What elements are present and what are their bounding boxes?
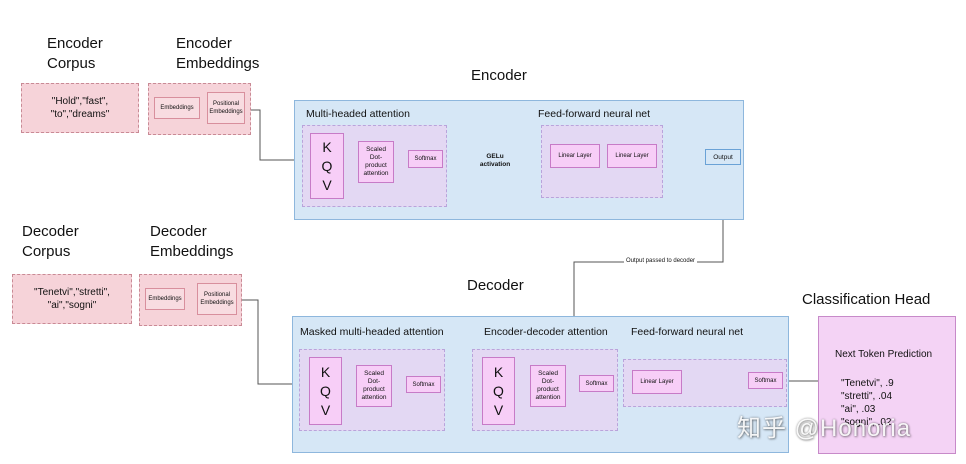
classification-head-title: Classification Head	[802, 291, 931, 308]
decoder-embeddings-box: Embeddings Positional Embeddings	[139, 274, 242, 326]
encoder-mha-title: Multi-headed attention	[306, 108, 410, 120]
encoder-embeddings-heading: Encoder Embeddings	[176, 35, 260, 72]
decoder-masked-title: Masked multi-headed attention	[300, 326, 444, 338]
decoder-block: Masked multi-headed attention Encoder-de…	[292, 316, 789, 453]
gelu-label: GELu activation	[479, 153, 511, 168]
decoder-masked-sdpa-block: Scaled Dot- product attention	[356, 365, 392, 407]
encoder-kqv-block: K Q V	[310, 133, 344, 199]
decoder-linear-layer: Linear Layer	[632, 370, 682, 394]
prediction-list: "Tenetvi", .9 "stretti", .04 "ai", .03 "…	[841, 377, 894, 429]
decoder-ffn-container: Linear Layer Softmax	[623, 359, 787, 407]
encoder-ffn-container: Linear Layer Linear Layer	[541, 125, 663, 198]
encoder-block: Multi-headed attention Feed-forward neur…	[294, 100, 744, 220]
next-token-prediction-label: Next Token Prediction	[835, 349, 933, 360]
decoder-embeddings-block: Embeddings	[145, 288, 185, 310]
encoder-linear-layer-1: Linear Layer	[550, 144, 600, 168]
encoder-corpus-heading: Encoder Corpus	[47, 35, 103, 72]
decoder-title: Decoder	[467, 277, 524, 294]
encoder-input-connector	[251, 109, 294, 161]
encoder-softmax-block: Softmax	[408, 150, 443, 168]
encoder-linear-layer-2: Linear Layer	[607, 144, 657, 168]
decoder-corpus-box: "Tenetvi","stretti", "ai","sogni"	[12, 274, 132, 324]
decoder-corpus-heading: Decoder Corpus	[22, 223, 79, 260]
decoder-ffn-title: Feed-forward neural net	[631, 326, 744, 338]
decoder-encdec-kqv-block: K Q V	[482, 357, 515, 425]
prediction-item: "sogni", .02	[841, 417, 892, 428]
encoder-mha-container: K Q V Scaled Dot- product attention Soft…	[302, 125, 447, 207]
decoder-embeddings-heading: Decoder Embeddings	[150, 223, 234, 260]
prediction-item: "ai", .03	[841, 404, 876, 415]
decoder-masked-softmax-block: Softmax	[406, 376, 441, 393]
decoder-encdec-sdpa-block: Scaled Dot- product attention	[530, 365, 566, 407]
connector-label: Output passed to decoder	[624, 256, 698, 266]
encoder-output-block: Output	[705, 149, 741, 165]
decoder-encdec-title: Encoder-decoder attention	[484, 326, 608, 338]
decoder-ffn-softmax-block: Softmax	[748, 372, 783, 389]
encoder-ffn-title: Feed-forward neural net	[538, 108, 651, 120]
encoder-corpus-box: "Hold","fast", "to","dreams"	[21, 83, 139, 133]
decoder-encdec-softmax-block: Softmax	[579, 375, 614, 392]
decoder-positional-embeddings-block: Positional Embeddings	[197, 283, 237, 315]
encoder-embeddings-box: Embeddings Positional Embeddings	[148, 83, 251, 135]
prediction-item: "stretti", .04	[841, 391, 893, 402]
decoder-masked-kqv-block: K Q V	[309, 357, 342, 425]
decoder-input-connector	[242, 299, 292, 385]
classification-head-box: Next Token Prediction "Tenetvi", .9 "str…	[818, 316, 956, 454]
decoder-masked-mha-container: K Q V Scaled Dot- product attention Soft…	[299, 349, 445, 431]
encoder-title: Encoder	[471, 67, 527, 84]
prediction-item: "Tenetvi", .9	[841, 378, 894, 389]
encoder-positional-embeddings-block: Positional Embeddings	[207, 92, 245, 124]
encoder-embeddings-block: Embeddings	[154, 97, 200, 119]
decoder-encdec-container: K Q V Scaled Dot- product attention Soft…	[472, 349, 618, 431]
watermark-text: 知乎 @Honoria	[737, 415, 912, 442]
encoder-sdpa-block: Scaled Dot- product attention	[358, 141, 394, 183]
